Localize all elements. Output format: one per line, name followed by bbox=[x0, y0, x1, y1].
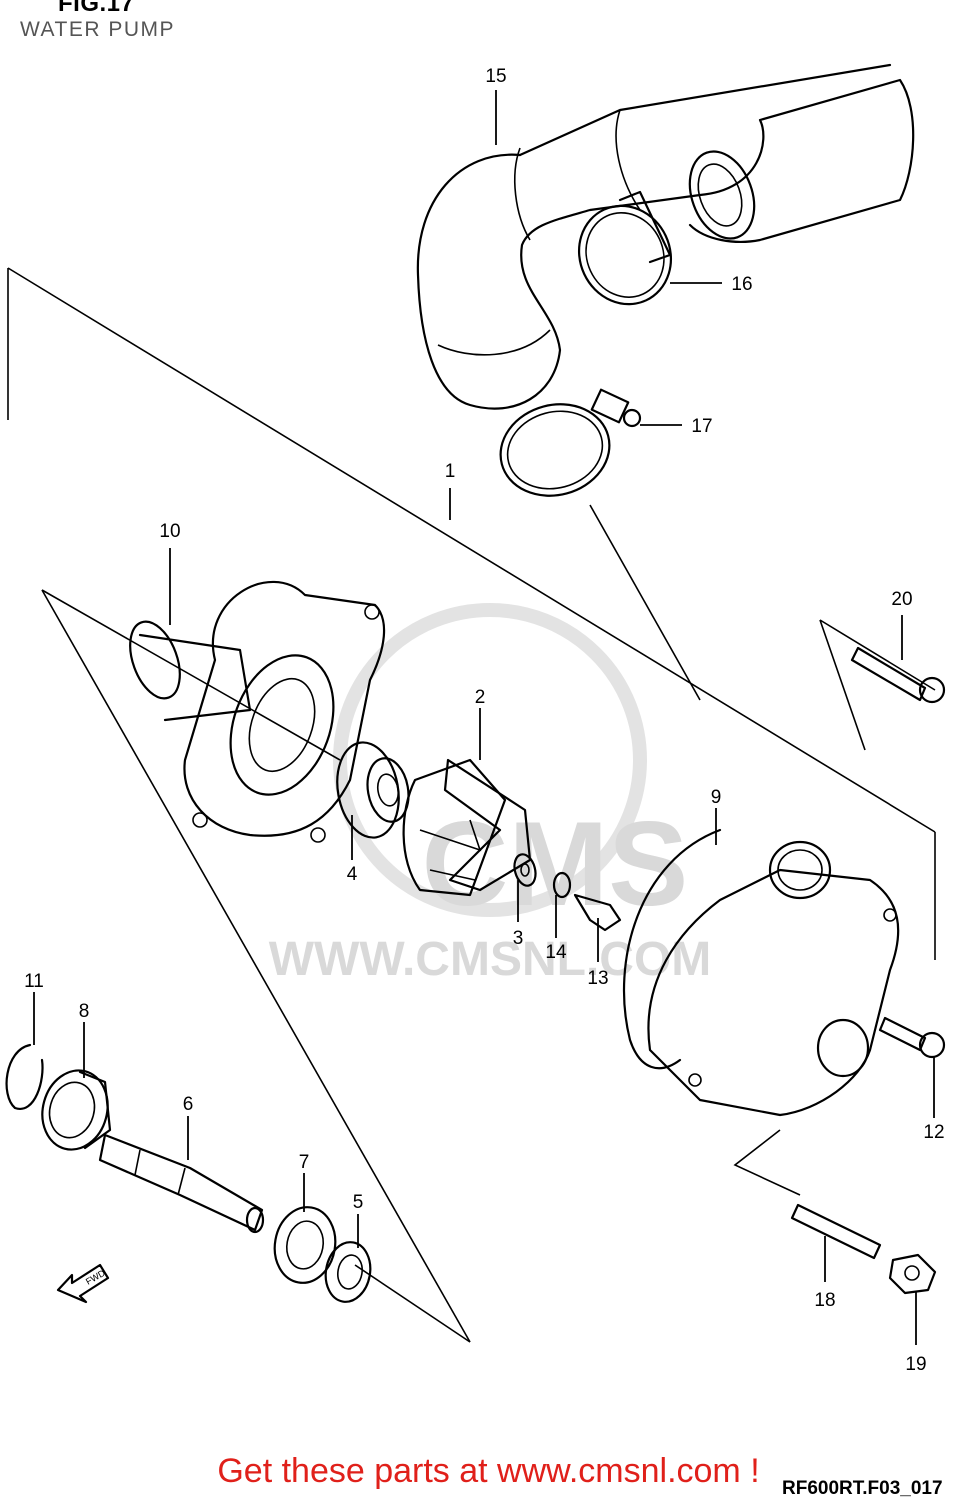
watermark-url: WWW.CMSNL.COM bbox=[269, 933, 712, 986]
callout-2: 2 bbox=[475, 687, 486, 708]
oil-seal bbox=[324, 1241, 372, 1303]
radiator-hose bbox=[416, 63, 915, 410]
cap-nut bbox=[888, 1253, 937, 1295]
callout-3: 3 bbox=[513, 928, 524, 949]
drawing-code: RF600RT.F03_017 bbox=[782, 1478, 943, 1499]
leader-lines bbox=[33, 90, 935, 1345]
stud-bolt bbox=[790, 1203, 882, 1260]
callout-labels: 1 2 3 4 5 6 7 8 9 10 11 12 13 14 15 16 1… bbox=[24, 66, 944, 1375]
impeller-washer bbox=[513, 853, 537, 887]
circlip bbox=[5, 1043, 44, 1110]
hose-clamp-lower bbox=[499, 388, 642, 497]
callout-4: 4 bbox=[347, 864, 358, 885]
forward-arrow-icon: FWD bbox=[56, 1263, 110, 1304]
pump-cover bbox=[647, 840, 900, 1117]
callout-10: 10 bbox=[159, 521, 180, 542]
pump-shaft bbox=[98, 1133, 265, 1234]
callout-12: 12 bbox=[923, 1122, 944, 1143]
callout-7: 7 bbox=[299, 1152, 310, 1173]
cover-bolt-lower bbox=[878, 1016, 946, 1059]
pump-body bbox=[129, 580, 386, 843]
callout-14: 14 bbox=[545, 942, 567, 963]
mechanical-seal bbox=[336, 741, 410, 839]
impeller bbox=[402, 758, 532, 897]
impeller-bolt bbox=[573, 893, 622, 932]
cover-bolt-upper bbox=[850, 646, 946, 704]
callout-20: 20 bbox=[891, 589, 912, 610]
callout-19: 19 bbox=[905, 1354, 926, 1375]
callout-6: 6 bbox=[183, 1094, 194, 1115]
callout-8: 8 bbox=[79, 1001, 90, 1022]
callout-9: 9 bbox=[711, 787, 722, 808]
footer-parts-link[interactable]: Get these parts at www.cmsnl.com ! bbox=[217, 1452, 760, 1490]
callout-11: 11 bbox=[24, 971, 44, 992]
diagram-title: WATER PUMP bbox=[20, 18, 175, 41]
callout-13: 13 bbox=[587, 968, 608, 989]
callout-1: 1 bbox=[445, 461, 456, 482]
watermark-logo-text: CMS bbox=[422, 797, 689, 931]
figure-number: FIG.17 bbox=[58, 0, 135, 17]
callout-16: 16 bbox=[731, 274, 752, 295]
callout-15: 15 bbox=[485, 66, 506, 87]
bolt-washer bbox=[552, 871, 572, 899]
watermark: CMS WWW.CMSNL.COM bbox=[269, 603, 712, 986]
assembly-outline bbox=[7, 267, 936, 1343]
callout-17: 17 bbox=[691, 416, 712, 437]
callout-18: 18 bbox=[814, 1290, 835, 1311]
bearing-outer bbox=[41, 1069, 112, 1151]
bearing-inner bbox=[273, 1206, 337, 1284]
hose-clamp-upper bbox=[577, 190, 673, 306]
callout-5: 5 bbox=[353, 1192, 364, 1213]
pump-cover-o-ring bbox=[622, 828, 722, 1070]
